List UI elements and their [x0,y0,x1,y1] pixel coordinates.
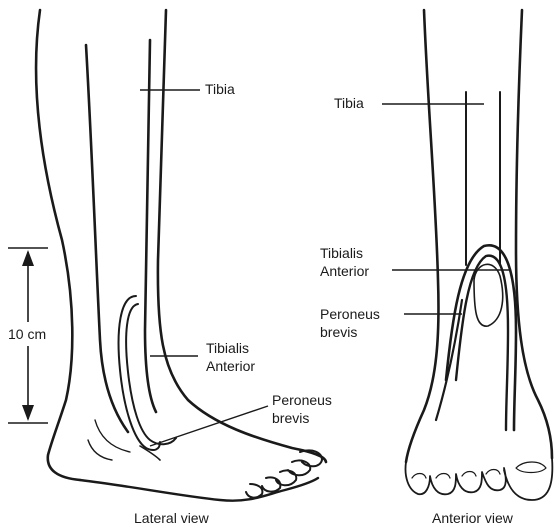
lateral-peroneus-label-line1: Peroneus [272,392,332,408]
anterior-toenails [412,462,546,478]
anterior-left-outline [406,10,438,462]
lateral-peroneus-leader [150,406,268,446]
lateral-tibia-line-a [86,45,128,432]
anterior-tibialis-label-line2: Anterior [320,263,369,279]
lateral-view-caption: Lateral view [134,510,209,526]
measurement-label: 10 cm [8,326,46,342]
anterior-tibialis-label-line1: Tibialis [320,245,363,261]
lateral-tibialis-label-line1: Tibialis [206,340,249,356]
lateral-tendon-loop-inner [126,304,176,444]
lateral-sole-outline [80,478,318,501]
lateral-leg-drawing [36,10,326,501]
anterior-right-outline [516,10,552,458]
measure-arrow-up [22,250,34,266]
anterior-peroneus-label-line1: Peroneus [320,306,380,322]
lateral-calf-outline [36,10,80,480]
anterior-inner-loop [474,264,503,326]
measure-arrow-down [22,405,34,421]
anterior-leg-drawing [406,10,553,500]
anterior-toes [406,458,553,500]
anterior-mid-loop [456,256,508,430]
anterior-peroneus-label-line2: brevis [320,324,357,340]
lateral-tibia-label: Tibia [205,81,235,97]
anterior-view-caption: Anterior view [432,510,513,526]
lateral-peroneus-label-line2: brevis [272,410,309,426]
anterior-tibia-label: Tibia [334,95,364,111]
lateral-tibialis-label-line2: Anterior [206,358,255,374]
